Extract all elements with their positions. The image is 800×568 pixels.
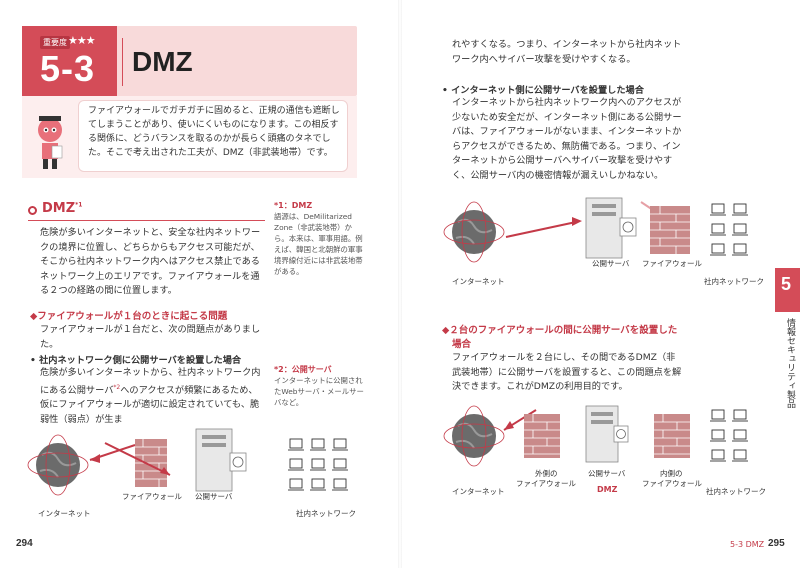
internet-label: インターネット [452,487,505,496]
note1-title: *1：DMZ [274,201,313,210]
internet-globe-icon [443,405,505,467]
lan-side-text-cont: れやすくなる。つまり、インターネットから社内ネットワーク内へサイバー攻撃を受けや… [452,39,682,65]
internet-label: インターネット [38,509,91,518]
lan-pc-icons [710,409,748,462]
server-icon [585,197,637,259]
internet-globe-icon [443,201,505,263]
firewall-icon [135,439,167,487]
internet-side-text: インターネットから社内ネットワーク内へのアクセスが少ないため安全だが、インターネ… [452,97,682,181]
footer-section: 5-3 DMZ [730,540,765,549]
note2-text: インターネットに公開されたWebサーバ・メールサーバなど。 [274,376,364,407]
server-label: 公開サーバ [592,259,630,268]
single-fw-diagram [27,428,348,496]
server-outside-diagram [443,197,748,263]
internet-side-heading: • インターネット側に公開サーバを設置した場合 [442,85,644,96]
dmz-label: DMZ [597,485,618,494]
section-number: 5-3 [40,48,96,89]
inner-firewall-icon [654,414,690,458]
dmz-heading: DMZ*1 [42,201,83,216]
single-fw-text: ファイアウォールが１台だと、次の問題点がありました。 [40,324,261,350]
dmz-diagram [443,405,748,467]
server-icon [585,405,629,463]
internet-label: インターネット [452,277,505,286]
lan-label: 社内ネットワーク [706,487,766,496]
firewall-label: ファイアウォール [642,259,702,268]
heading-bullet-icon [28,206,37,215]
lan-label: 社内ネットワーク [296,509,356,518]
page-number-right: 295 [768,538,785,549]
inner-fw-label-1: 内側の [660,469,683,478]
chapter-tab [775,268,800,312]
lan-side-heading: • 社内ネットワーク側に公開サーバを設置した場合 [30,355,242,366]
chapter-number: 5 [781,274,792,294]
firewall-icon [650,206,690,254]
two-fw-heading: ◆２台のファイアウォールの間に公開サーバを設置した [442,325,678,336]
dmz-definition: 危険が多いインターネットと、安全な社内ネットワークの境界に位置し、どちらからもア… [40,227,261,296]
importance-label: 重要度 [40,36,70,49]
lan-pc-icons [288,438,348,491]
internet-globe-icon [27,434,89,496]
importance-stars: ★★★ [68,34,96,47]
server-icon [195,428,247,492]
header-divider [122,38,123,86]
two-fw-text: ファイアウォールを２台にし、その間であるDMZ（非武装地帯）に公開サーバを設置す… [452,352,682,392]
two-fw-heading-cont: 場合 [452,339,472,350]
note2-title: *2：公開サーバ [274,365,332,374]
lan-side-text: 危険が多いインターネットから、社内ネットワーク内にある公開サーバ*2へのアクセス… [40,367,261,425]
gutter [398,0,402,568]
lan-label: 社内ネットワーク [704,277,764,286]
heading-rule [28,220,265,221]
outer-fw-label-1: 外側の [535,469,558,478]
single-fw-heading: ◆ファイアウォールが１台のときに起こる問題 [30,311,228,322]
intro-text: ファイアウォールでガチガチに固めると、正規の通信も遮断してしまうことがあり、使い… [88,106,340,158]
page-number-left: 294 [16,538,33,549]
note1-text: 語源は、DeMilitarized Zone（非武装地帯）から。本来は、軍事用語… [274,212,363,276]
firewall-label: ファイアウォール [122,492,182,501]
server-label: 公開サーバ [195,492,233,501]
lan-pc-icons [710,203,748,256]
intro-bubble [78,100,348,172]
inner-fw-label-2: ファイアウォール [642,479,702,488]
chapter-title: 情報セキュリティ製品 [785,318,795,408]
outer-fw-label-2: ファイアウォール [516,479,576,488]
server-label: 公開サーバ [588,469,626,478]
outer-firewall-icon [524,414,560,458]
section-title: DMZ [132,46,193,77]
mascot-icon [38,116,63,169]
